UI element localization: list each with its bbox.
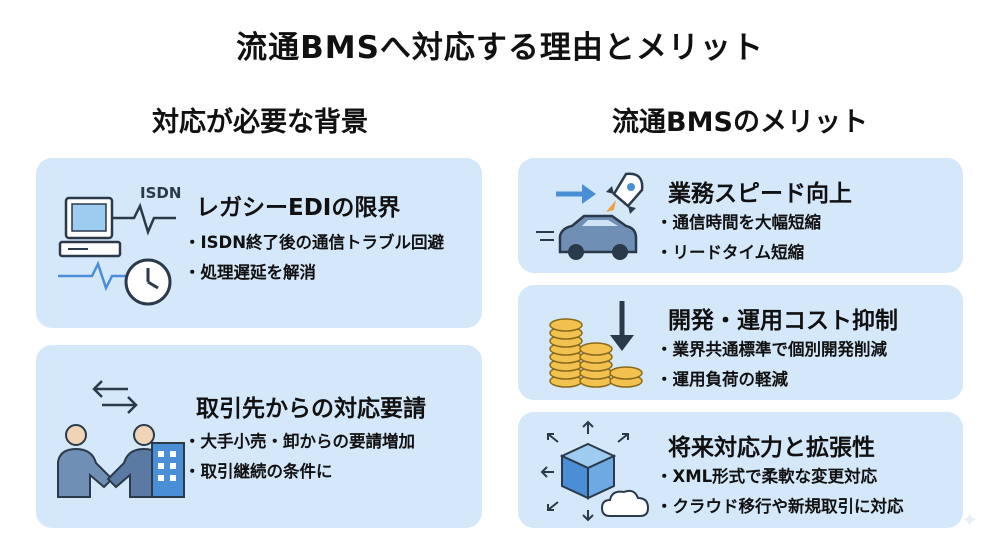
list-item: 大手小売・卸からの要請増加 (184, 427, 416, 457)
bullet-list: ISDN終了後の通信トラブル回避 処理遅延を解消 (184, 228, 445, 288)
list-item: 運用負荷の軽減 (656, 365, 887, 395)
card-partner-requests: 取引先からの対応要請 大手小売・卸からの要請増加 取引継続の条件に (36, 345, 482, 528)
rocket-car-speed-icon (536, 172, 644, 260)
cube-cloud-expand-icon (540, 420, 650, 522)
sparkle-icon: ✦ (961, 508, 978, 532)
list-item: XML形式で柔軟な変更対応 (656, 462, 904, 492)
bullet-list: 大手小売・卸からの要請増加 取引継続の条件に (184, 427, 416, 487)
list-item: リードタイム短縮 (656, 238, 821, 268)
isdn-label: ISDN (140, 184, 181, 202)
card-title: 取引先からの対応要請 (196, 396, 426, 422)
business-handshake-icon (57, 380, 185, 498)
page-title: 流通BMSへ対応する理由とメリット (236, 30, 764, 66)
card-scalability: 将来対応力と拡張性 XML形式で柔軟な変更対応 クラウド移行や新規取引に対応 (518, 412, 963, 528)
card-title: レガシーEDIの限界 (196, 195, 401, 221)
card-legacy-edi: ISDN レガシーEDIの限界 ISDN終了後の通信トラブル回避 処理遅延を解消 (36, 158, 482, 328)
list-item: 業界共通標準で個別開発削減 (656, 335, 888, 365)
section-heading-background-text: 対応が必要な背景 (144, 100, 376, 139)
card-title: 将来対応力と拡張性 (668, 435, 875, 461)
list-item: 取引継続の条件に (184, 457, 415, 487)
legacy-computer-clock-icon: ISDN (58, 184, 181, 306)
section-heading-background: 対応が必要な背景 (60, 100, 460, 140)
card-title: 開発・運用コスト抑制 (668, 308, 898, 334)
card-title: 業務スピード向上 (668, 181, 852, 207)
list-item: ISDN終了後の通信トラブル回避 (184, 228, 445, 258)
bullet-list: 業界共通標準で個別開発削減 運用負荷の軽減 (656, 335, 888, 395)
coins-down-arrow-icon (549, 301, 643, 388)
bullet-list: 通信時間を大幅短縮 リードタイム短縮 (656, 208, 822, 268)
list-item: 処理遅延を解消 (184, 258, 444, 288)
section-heading-merits-text: 流通BMSのメリット (604, 100, 876, 139)
card-cost: 開発・運用コスト抑制 業界共通標準で個別開発削減 運用負荷の軽減 (518, 285, 963, 400)
bullet-list: XML形式で柔軟な変更対応 クラウド移行や新規取引に対応 (656, 462, 904, 522)
list-item: 通信時間を大幅短縮 (656, 208, 822, 238)
card-speed: 業務スピード向上 通信時間を大幅短縮 リードタイム短縮 (518, 158, 963, 273)
list-item: クラウド移行や新規取引に対応 (656, 492, 904, 522)
section-heading-merits: 流通BMSのメリット (540, 100, 940, 140)
